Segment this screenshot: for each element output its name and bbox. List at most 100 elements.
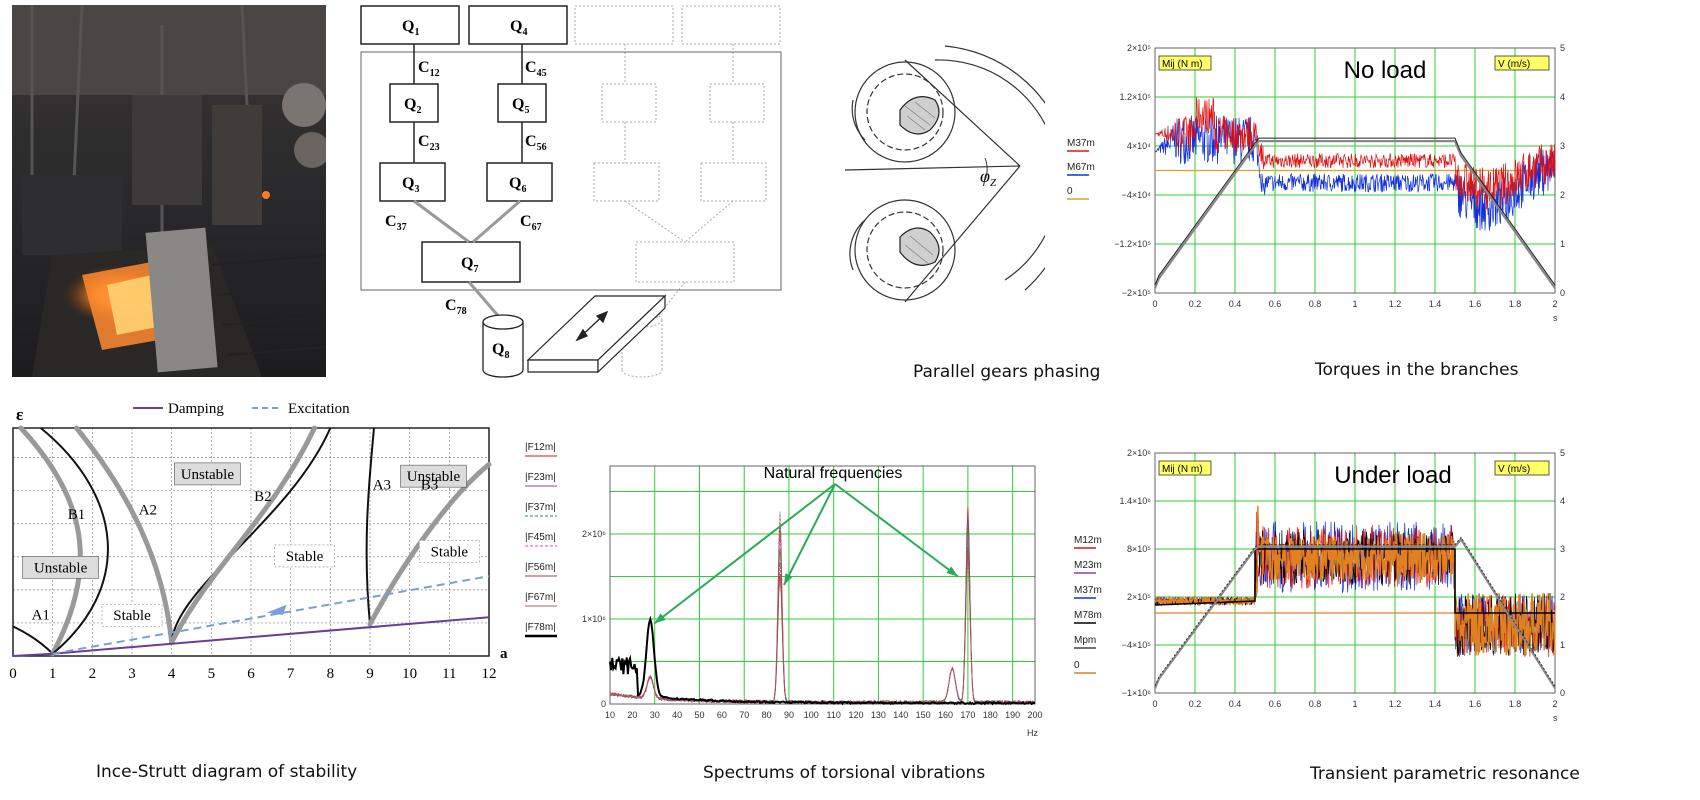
curve-label: B1 [68, 507, 86, 523]
region-label: Stable [286, 549, 324, 565]
x-tick-label: 0.2 [1189, 299, 1202, 309]
speed-curve [1153, 537, 1556, 689]
annotation-arrowhead [784, 573, 793, 585]
y-tick-label: 4×10⁴ [1127, 141, 1151, 151]
damping-line-start [12, 652, 53, 657]
spring-c12: C12 [418, 59, 440, 79]
caption-spectrum: Spectrums of torsional vibrations [703, 763, 986, 783]
x-tick-label: 80 [762, 710, 772, 720]
legend-label: M78m [1074, 610, 1102, 621]
phase-angle-label: φZ [980, 166, 997, 189]
y-tick-label-right: 2 [1560, 190, 1565, 200]
legend-label: M12m [1074, 535, 1102, 546]
x-tick-label: 40 [672, 710, 682, 720]
x-tick-label: 0 [9, 666, 17, 682]
right-unit-badge: V (m/s) [1494, 55, 1550, 71]
spectrum-series-f78 [609, 615, 1036, 706]
legend-label: |F37m| [525, 502, 556, 513]
x-unit-label: s [1553, 713, 1558, 723]
y-tick-label-right: 1 [1560, 640, 1565, 650]
x-tick-label: 1.6 [1469, 299, 1482, 309]
x-tick-label: 0.4 [1229, 699, 1242, 709]
x-tick-label: 2 [89, 666, 97, 682]
x-tick-label: 0.8 [1309, 699, 1322, 709]
y-tick-label: 1.4×10⁶ [1120, 496, 1152, 506]
y-tick-label-right: 5 [1560, 448, 1565, 458]
curve-label: A2 [139, 503, 157, 519]
gears-phasing-drawing: φZ [844, 40, 1073, 330]
curve-label: A1 [32, 608, 50, 624]
y-tick-label-right: 0 [1560, 288, 1565, 298]
right-unit-badge: V (m/s) [1494, 460, 1550, 476]
y-tick-label: 2×10⁶ [1127, 448, 1151, 458]
legend-label: Mpm [1074, 635, 1096, 646]
x-tick-label: 1 [49, 666, 57, 682]
legend-label-excitation: Excitation [288, 401, 350, 417]
legend-label-damping: Damping [168, 401, 224, 417]
block-q1: Q1 [402, 18, 419, 38]
x-tick-label: 3 [128, 666, 136, 682]
region-label: Stable [113, 608, 151, 624]
x-tick-label: 90 [784, 710, 794, 720]
legend: |F12m||F23m||F37m||F45m||F56m||F67m||F78… [525, 442, 557, 638]
annotation-arrowhead [946, 566, 958, 577]
y-tick-label: 0 [601, 699, 606, 709]
x-tick-label: 9 [366, 666, 374, 682]
spectrum-series [609, 526, 1036, 705]
x-tick-label: 1.2 [1389, 299, 1402, 309]
y-tick-label-right: 2 [1560, 592, 1565, 602]
x-tick-label: 70 [739, 710, 749, 720]
region-box [22, 556, 99, 579]
annotation-label: Natural frequencies [764, 465, 903, 482]
x-tick-label: 1.4 [1429, 699, 1442, 709]
x-tick-label: 7 [287, 666, 295, 682]
plot-frame [609, 465, 1036, 705]
x-tick-label: 140 [893, 710, 908, 720]
spectrum-series [609, 524, 1036, 705]
y-tick-label-right: 5 [1560, 43, 1565, 53]
legend-label: M37m [1074, 585, 1102, 596]
legend-label: M23m [1074, 560, 1102, 571]
curve-label: B2 [254, 489, 272, 505]
y-tick-label-right: 4 [1560, 496, 1565, 506]
y-tick-label: 2×10⁶ [582, 529, 606, 539]
legend-label: 0 [1074, 660, 1080, 671]
region-label: Stable [431, 544, 469, 560]
badge-text: V (m/s) [1498, 59, 1530, 70]
annotation-arrow [834, 483, 959, 578]
spectrum-series [609, 507, 1036, 705]
x-tick-label: 190 [1005, 710, 1020, 720]
x-unit-label: Hz [1027, 728, 1038, 738]
badge-box [1158, 55, 1212, 71]
x-tick-label: 1.8 [1509, 699, 1522, 709]
badge-box [1158, 460, 1212, 476]
series-m67 [1154, 115, 1556, 231]
x-tick-label: 11 [442, 666, 456, 682]
block-q6: Q6 [509, 175, 526, 195]
transient-series [1154, 505, 1556, 658]
region-box [101, 603, 163, 627]
x-tick-label: 2 [1552, 299, 1557, 309]
x-tick-label: 130 [871, 710, 886, 720]
left-unit-badge: Mij (N m) [1158, 55, 1212, 71]
spring-c56: C56 [525, 133, 547, 153]
curve-b2-grey [169, 425, 317, 645]
y-tick-label-right: 1 [1560, 239, 1565, 249]
legend-label: |F67m| [525, 592, 556, 603]
damping-line [52, 616, 490, 655]
x-tick-label: 1.8 [1509, 299, 1522, 309]
x-tick-label: 1 [1352, 299, 1357, 309]
block-q2: Q2 [404, 96, 421, 116]
x-tick-label: 1 [1352, 699, 1357, 709]
x-tick-label: 5 [208, 666, 216, 682]
x-tick-label: 30 [650, 710, 660, 720]
x-tick-label: 10 [605, 710, 615, 720]
legend-label: |F56m| [525, 562, 556, 573]
y-tick-label: −4×10⁵ [1122, 640, 1152, 650]
block-q5: Q5 [512, 96, 529, 116]
region-box [400, 464, 467, 488]
region-unstable3: Unstable [400, 464, 467, 488]
badge-box [1494, 460, 1550, 476]
